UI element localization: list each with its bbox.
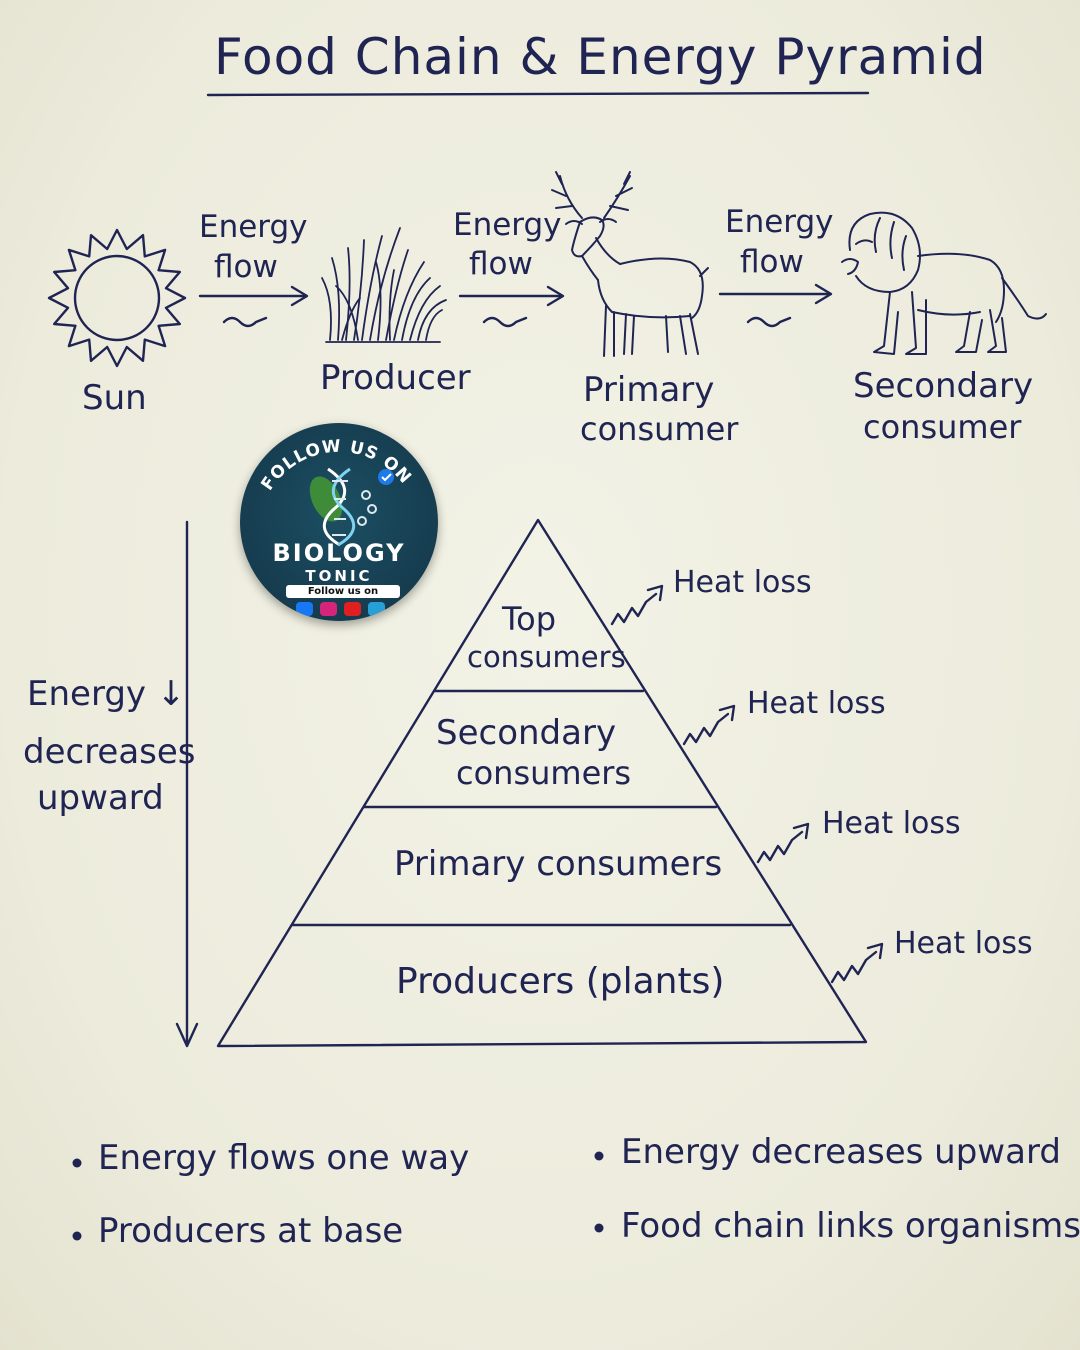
energy-flow-label-1a: Energy [199,209,308,245]
bullet-left-1: Energy flows one way [98,1138,470,1178]
badge-follow-strip: Follow us on [286,585,400,598]
bullet-right-2: Food chain links organisms [621,1206,1080,1246]
bullet-dot [594,1223,604,1233]
deer-icon [551,171,709,357]
bullet-right-1: Energy decreases upward [621,1132,1061,1172]
heat-loss-arrow-4 [830,942,884,984]
energy-flow-arrow-1 [198,285,309,328]
level-top-label-1: Top [502,600,556,638]
level-secondary-label-2: consumers [456,754,632,792]
heat-loss-arrow-3 [756,822,810,864]
follow-badge[interactable]: FOLLOW US ON BIOLOGY TONIC Follow us on [240,423,438,621]
energy-flow-arrow-3 [718,283,833,328]
badge-subname: TONIC [305,567,373,585]
badge-arc-text: FOLLOW US ON [257,436,415,494]
sun-label: Sun [82,378,147,418]
heat-loss-label-1: Heat loss [673,565,812,600]
primary-consumer-label-2: consumer [580,410,739,448]
energy-flow-label-2a: Energy [453,207,562,243]
heat-loss-arrow-2 [682,704,736,746]
lion-icon [841,211,1047,355]
energy-decrease-arrow [175,520,199,1048]
level-primary-label: Primary consumers [394,844,723,884]
energy-flow-label-1b: flow [214,249,278,285]
heat-loss-label-4: Heat loss [894,926,1033,961]
bullet-dot [594,1151,604,1161]
energy-decreases-label-2: decreases [23,732,196,772]
energy-flow-label-3b: flow [740,244,804,280]
youtube-icon[interactable] [344,602,361,616]
bullet-dot [72,1158,82,1168]
level-top-label-2: consumers [467,640,626,674]
heat-loss-arrow-1 [610,584,664,626]
energy-flow-label-2b: flow [469,246,533,282]
facebook-icon[interactable] [296,602,313,616]
energy-flow-label-3a: Energy [725,204,834,240]
grass-icon [321,227,447,343]
page-title: Food Chain & Energy Pyramid [214,28,987,86]
producer-label: Producer [320,358,471,398]
dna-icon [309,467,394,547]
level-producers-label: Producers (plants) [396,961,725,1002]
energy-decreases-label-3: upward [37,778,164,818]
energy-pyramid [216,518,868,1048]
title-underline [206,91,870,97]
level-secondary-label-1: Secondary [436,713,617,753]
primary-consumer-label-1: Primary [583,370,715,410]
heat-loss-label-2: Heat loss [747,686,886,721]
badge-graphic: FOLLOW US ON [257,436,415,547]
energy-flow-arrow-2 [458,285,565,328]
telegram-icon[interactable] [368,602,385,616]
heat-loss-label-3: Heat loss [822,806,961,841]
bullet-left-2: Producers at base [98,1211,404,1251]
energy-decreases-label-1: Energy ↓ [27,674,186,714]
secondary-consumer-label-2: consumer [863,408,1022,446]
secondary-consumer-label-1: Secondary [853,366,1034,406]
badge-name: BIOLOGY [272,539,406,567]
bullet-dot [72,1231,82,1241]
sun-icon [47,228,187,368]
instagram-icon[interactable] [320,602,337,616]
